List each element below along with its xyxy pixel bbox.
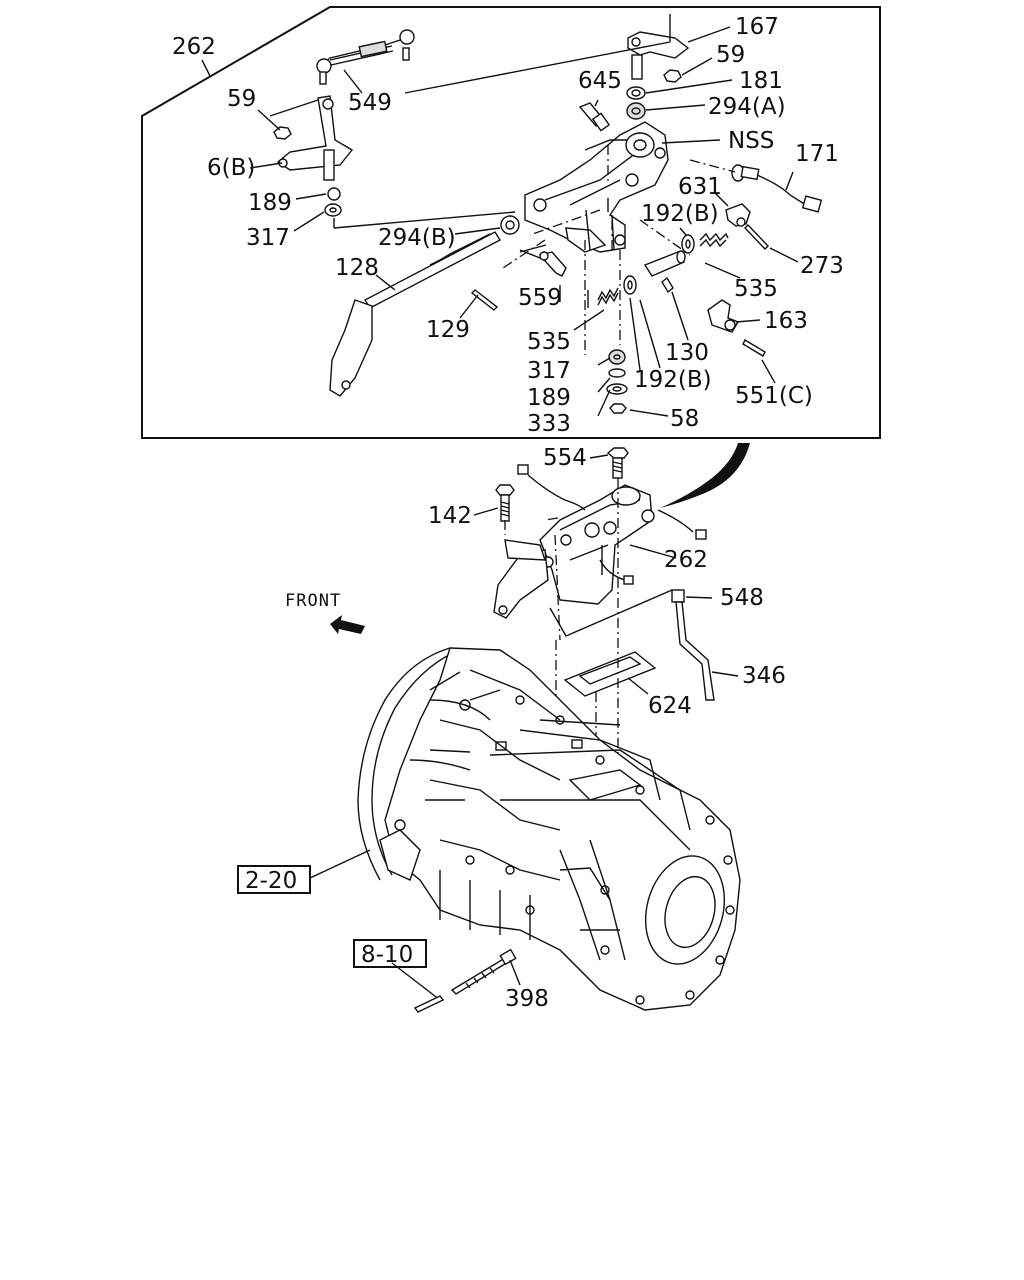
bolt-398 — [450, 948, 521, 995]
callout-624: 624 — [648, 693, 692, 719]
callout-189-lower: 189 — [527, 385, 571, 411]
callout-129: 129 — [426, 317, 470, 343]
callout-181: 181 — [739, 68, 783, 94]
callout-142: 142 — [428, 503, 472, 529]
callout-192b-lower: 192(B) — [634, 367, 712, 393]
gasket-624 — [563, 651, 657, 697]
callout-273: 273 — [800, 253, 844, 279]
callout-554: 554 — [543, 445, 587, 471]
housing-nss — [524, 121, 669, 253]
sensor-645 — [578, 102, 611, 132]
callout-535-right: 535 — [734, 276, 778, 302]
callout-nss: NSS — [728, 128, 774, 154]
shift-assembly-262 — [493, 464, 707, 619]
callout-294b: 294(B) — [378, 225, 456, 251]
bracket-631 — [725, 203, 769, 251]
bolt-554 — [606, 447, 629, 479]
callout-317-lower: 317 — [527, 358, 571, 384]
front-arrow — [330, 615, 365, 634]
callout-559: 559 — [518, 285, 562, 311]
reference-8-10-label: 8-10 — [361, 942, 413, 968]
callout-labels: 262 549 59 6(B) 189 317 294(B) 128 129 5… — [172, 14, 844, 1012]
callout-294a: 294(A) — [708, 94, 786, 120]
lever-163 — [707, 299, 766, 357]
callout-192b-upper: 192(B) — [641, 201, 719, 227]
lower-stack — [606, 349, 628, 414]
breather-548 — [671, 589, 715, 701]
callout-6b: 6(B) — [207, 155, 255, 181]
callout-163: 163 — [764, 308, 808, 334]
callout-128: 128 — [335, 255, 379, 281]
left-washers — [273, 126, 342, 217]
callout-645: 645 — [578, 68, 622, 94]
callout-535-left: 535 — [527, 329, 571, 355]
washer-192b-lower — [623, 275, 637, 295]
callout-58: 58 — [670, 406, 699, 432]
callout-551c: 551(C) — [735, 383, 813, 409]
callout-262-middle: 262 — [664, 547, 708, 573]
reference-2-20-label: 2-20 — [245, 868, 297, 894]
callout-171: 171 — [795, 141, 839, 167]
front-label: FRONT — [285, 591, 341, 611]
pin-129 — [470, 289, 499, 311]
switch-171 — [731, 164, 823, 213]
detail-leaders — [201, 14, 799, 417]
nut-washer-top — [626, 69, 682, 120]
callout-548: 548 — [720, 585, 764, 611]
reference-box-2-20[interactable]: 2-20 — [237, 865, 311, 894]
callout-59-left: 59 — [227, 86, 256, 112]
callout-398: 398 — [505, 986, 549, 1012]
shift-rod-128 — [329, 231, 501, 397]
cable-rod-549 — [316, 29, 415, 85]
reference-leaders — [309, 849, 445, 1013]
reference-box-8-10[interactable]: 8-10 — [353, 939, 427, 968]
callout-130: 130 — [665, 340, 709, 366]
callout-189-left: 189 — [248, 190, 292, 216]
shaft-130 — [643, 250, 686, 294]
callout-333: 333 — [527, 411, 571, 437]
callout-549: 549 — [348, 90, 392, 116]
callout-59-right: 59 — [716, 42, 745, 68]
detail-box — [141, 6, 881, 439]
callout-262-top: 262 — [172, 34, 216, 60]
callout-167: 167 — [735, 14, 779, 40]
spring-535-right — [699, 232, 729, 248]
plug-559 — [538, 251, 567, 277]
transmission-body — [357, 647, 741, 1011]
spring-535-left — [597, 287, 619, 306]
bolt-142 — [495, 484, 515, 522]
callout-317-left: 317 — [246, 225, 290, 251]
callout-346: 346 — [742, 663, 786, 689]
washer-192b-upper — [681, 234, 695, 254]
lever-arm-6b — [276, 95, 354, 181]
detail-transition-curve — [660, 443, 750, 508]
seal-294b — [500, 215, 520, 235]
callout-631: 631 — [678, 174, 722, 200]
